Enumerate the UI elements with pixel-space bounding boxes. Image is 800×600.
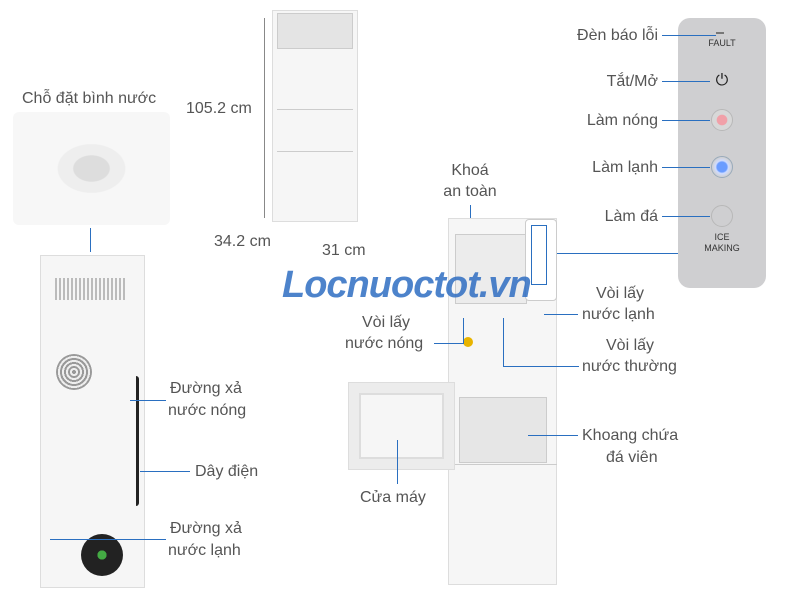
panel-seam xyxy=(277,109,353,110)
hot-drain-label-2: nước nóng xyxy=(168,402,247,419)
ice-bin-label-2: đá viên xyxy=(606,449,658,466)
power-button[interactable]: ⏻ xyxy=(715,72,729,89)
ice-bin-label-1: Khoang chứa xyxy=(582,427,679,444)
leader-line xyxy=(662,81,710,82)
cold-tap-label-1: Vòi lấy xyxy=(596,285,645,302)
leader-line xyxy=(662,167,710,168)
rear-vent xyxy=(55,278,125,300)
fault-light-label: Đèn báo lỗi xyxy=(577,27,658,44)
normal-tap-label-2: nước thường xyxy=(582,358,677,375)
bottle-seat-label: Chỗ đặt bình nước xyxy=(22,90,157,107)
ice-bin-image xyxy=(459,397,547,463)
panel-leader-line xyxy=(552,253,678,254)
bottle-seat-image xyxy=(13,112,170,225)
panel-seam xyxy=(449,464,557,465)
control-panel: FAULT ⏻ ICE MAKING xyxy=(678,18,766,288)
normal-tap-leader-line xyxy=(503,318,504,366)
safety-lock-label-2: an toàn xyxy=(443,183,497,200)
power-cord-label: Dây điện xyxy=(195,463,259,480)
safety-lock-label-1: Khoá xyxy=(451,162,489,179)
heating-button[interactable] xyxy=(711,109,733,131)
normal-tap-label-1: Vòi lấy xyxy=(606,337,655,354)
fault-light xyxy=(716,32,724,34)
cooling-label: Làm lạnh xyxy=(592,159,658,176)
hot-tap-leader-line xyxy=(463,318,464,344)
door-label: Cửa máy xyxy=(360,489,426,506)
leader-line xyxy=(662,35,716,36)
height-label: 105.2 cm xyxy=(186,100,252,117)
front-view-image xyxy=(448,218,557,585)
power-label: Tắt/Mở xyxy=(606,73,658,90)
hot-tap-label-1: Vòi lấy xyxy=(362,314,411,331)
top-unit xyxy=(277,13,353,49)
dimension-view-image xyxy=(272,10,358,222)
ice-label: Làm đá xyxy=(604,208,658,225)
cooling-button[interactable] xyxy=(711,156,733,178)
cold-tap-leader-line xyxy=(544,314,578,315)
rear-fan-large xyxy=(81,534,123,576)
panel-seam xyxy=(277,151,353,152)
power-cord-image xyxy=(133,376,139,506)
height-dimension-line xyxy=(264,18,265,218)
hot-drain-label-1: Đường xả xyxy=(170,380,242,397)
ice-bin-leader-line xyxy=(528,435,578,436)
hot-tap-label-2: nước nóng xyxy=(345,335,424,352)
open-door xyxy=(348,382,455,470)
bottle-seat-leader-line xyxy=(90,228,91,252)
depth-label: 34.2 cm xyxy=(214,233,271,250)
top-cover xyxy=(455,234,527,304)
panel-highlight xyxy=(531,225,547,285)
front-control-panel xyxy=(525,219,557,301)
warning-sticker xyxy=(463,337,473,347)
cold-drain-label-1: Đường xả xyxy=(170,520,242,537)
door-inner xyxy=(359,393,444,459)
rear-fan-small xyxy=(56,354,92,390)
heating-label: Làm nóng xyxy=(586,112,658,129)
cold-tap-label-2: nước lạnh xyxy=(582,306,655,323)
normal-tap-leader-line xyxy=(503,366,579,367)
leader-line xyxy=(662,216,710,217)
watermark-logo: Locnuoctot.vn xyxy=(282,264,532,306)
rear-view-image xyxy=(40,255,145,588)
cold-drain-label-2: nước lạnh xyxy=(168,542,241,559)
fault-text: FAULT xyxy=(708,38,736,48)
ice-button[interactable] xyxy=(711,205,733,227)
ice-making-text-1: ICE xyxy=(714,232,730,242)
door-leader-line xyxy=(397,440,398,484)
width-label: 31 cm xyxy=(322,242,366,259)
leader-line xyxy=(662,120,710,121)
power-cord-leader-line xyxy=(140,471,190,472)
ice-making-text-2: MAKING xyxy=(704,243,740,253)
hot-drain-leader-line xyxy=(130,400,166,401)
cold-drain-leader-line xyxy=(50,539,166,540)
hot-tap-leader-line xyxy=(434,343,464,344)
